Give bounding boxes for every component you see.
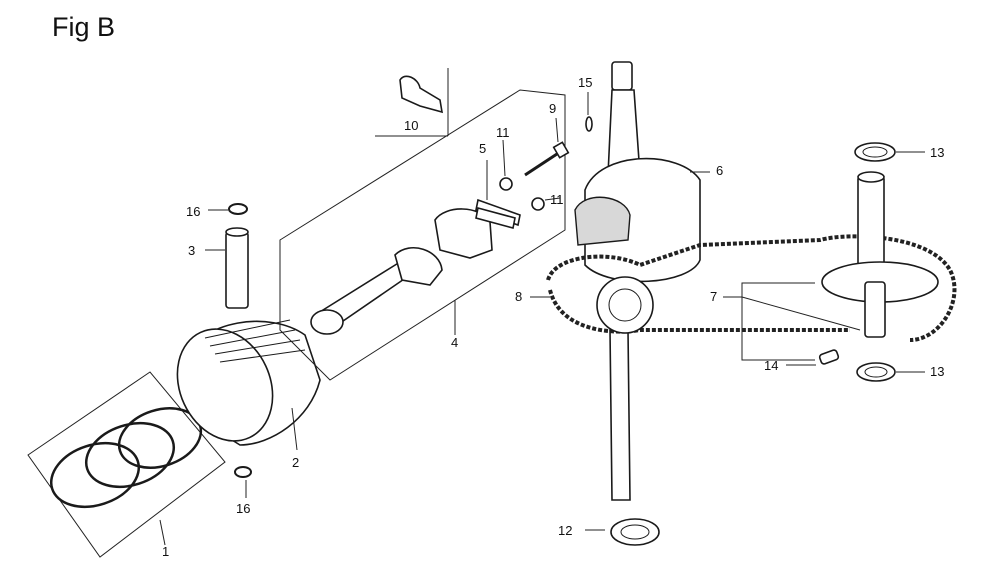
piston-part — [176, 319, 321, 451]
washer-part-top — [854, 142, 925, 162]
lock-plate-part — [375, 68, 449, 137]
callout-4: 4 — [451, 335, 458, 350]
oil-dipper-part — [475, 160, 516, 229]
nut-part-2 — [531, 197, 561, 211]
callout-13a: 13 — [930, 145, 944, 160]
tappet-part — [786, 349, 840, 366]
clip-part-top — [208, 203, 248, 215]
camshaft-part — [723, 171, 939, 361]
piston-rings-group — [27, 371, 226, 558]
callout-9: 9 — [549, 101, 556, 116]
callout-2: 2 — [292, 455, 299, 470]
key-part — [585, 92, 593, 132]
callout-10: 10 — [404, 118, 418, 133]
washer-part-bottom — [856, 362, 925, 382]
callout-16b: 16 — [236, 501, 250, 516]
callout-11a: 11 — [496, 125, 510, 140]
callout-15: 15 — [578, 75, 592, 90]
crankshaft-part — [530, 61, 957, 546]
callout-1: 1 — [162, 544, 169, 559]
figure-title: Fig B — [52, 12, 116, 42]
callout-14: 14 — [764, 358, 778, 373]
callout-13b: 13 — [930, 364, 944, 379]
connecting-rod-group — [279, 89, 566, 381]
callout-16a: 16 — [186, 204, 200, 219]
callout-8: 8 — [515, 289, 522, 304]
callout-11b: 11 — [550, 192, 564, 207]
piston-pin-part — [205, 227, 249, 309]
callout-3: 3 — [188, 243, 195, 258]
callout-7: 7 — [710, 289, 717, 304]
bolt-part — [524, 117, 570, 177]
callout-6: 6 — [716, 163, 723, 178]
nut-part-1 — [499, 139, 513, 191]
callout-5: 5 — [479, 141, 486, 156]
clip-part-bottom — [234, 466, 252, 498]
callout-12: 12 — [558, 523, 572, 538]
